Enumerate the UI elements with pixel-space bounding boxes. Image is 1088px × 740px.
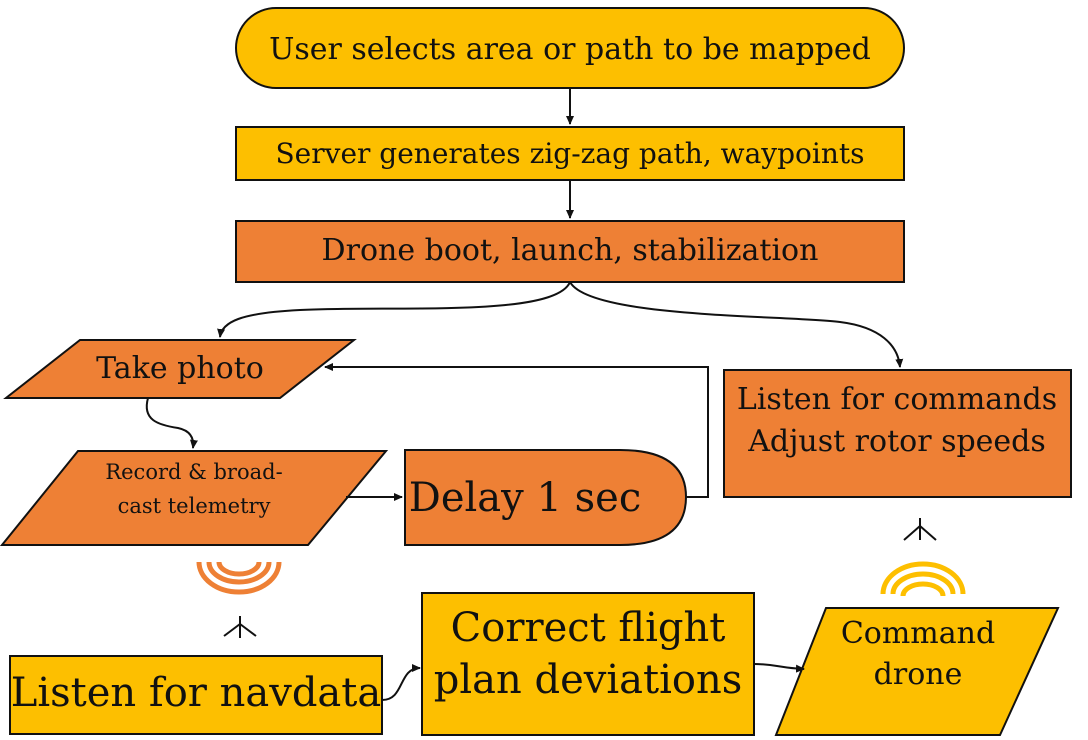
start-label: User selects area or path to be mapped <box>269 32 871 67</box>
signal-waves-yellow-icon <box>880 561 966 597</box>
listen-commands-line1: Listen for commands <box>737 382 1057 417</box>
correct-flight-line1: Correct flight <box>451 605 726 651</box>
record-label-line1: Record & broad- <box>105 460 282 484</box>
drone-boot-label: Drone boot, launch, stabilization <box>322 233 819 268</box>
arrow-photo-to-record <box>145 397 198 449</box>
record-telemetry-node: Record & broad- cast telemetry <box>0 450 389 546</box>
command-drone-line1: Command <box>841 616 995 651</box>
correct-flight-line2: plan deviations <box>434 657 742 703</box>
listen-commands-line2: Adjust rotor speeds <box>747 424 1046 459</box>
command-drone-node: Command drone <box>774 607 1060 736</box>
connectors <box>145 88 904 701</box>
delay-label: Delay 1 sec <box>409 475 641 521</box>
signal-waves-orange-icon <box>196 561 282 595</box>
server-label: Server generates zig-zag path, waypoints <box>275 137 864 170</box>
arrow-navdata-to-correct <box>381 664 421 701</box>
drone-boot-node: Drone boot, launch, stabilization <box>235 220 905 283</box>
listen-navdata-node: Listen for navdata <box>9 655 383 735</box>
arrow-boot-to-commands <box>569 281 904 368</box>
listen-commands-node: Listen for commands Adjust rotor speeds <box>723 369 1072 498</box>
delay-node: Delay 1 sec <box>404 449 688 546</box>
record-label-line2: cast telemetry <box>118 494 271 518</box>
arrow-delay-to-photo <box>324 363 709 498</box>
take-photo-node: Take photo <box>3 339 357 399</box>
start-node: User selects area or path to be mapped <box>235 7 905 89</box>
arrow-boot-to-photo <box>217 281 571 338</box>
command-drone-line2: drone <box>874 657 963 692</box>
antenna-icon-left <box>223 616 257 638</box>
arrow-correct-to-command <box>753 663 805 673</box>
server-node: Server generates zig-zag path, waypoints <box>235 126 905 181</box>
take-photo-label: Take photo <box>96 351 264 386</box>
listen-navdata-label: Listen for navdata <box>11 670 381 716</box>
antenna-icon-right <box>903 518 937 541</box>
correct-flight-node: Correct flight plan deviations <box>421 592 755 736</box>
